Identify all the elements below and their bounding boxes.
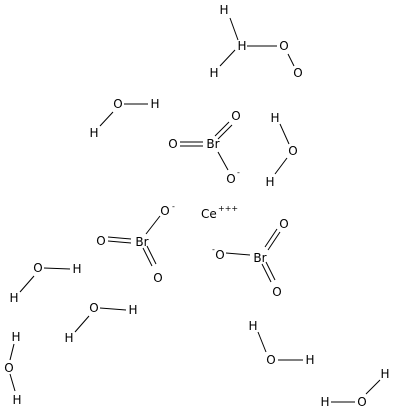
bromate-ion-1: O Br O O - (168, 109, 240, 186)
water-molecule-8: H O H (320, 367, 389, 409)
hydrogen-atom-label: H (9, 291, 18, 305)
double-bond (261, 263, 272, 283)
oxygen-atom-label: O (160, 204, 169, 218)
hydrogen-atom-label: H (11, 330, 20, 344)
oxygen-atom-label: O (293, 66, 302, 80)
charge-label: - (172, 202, 175, 211)
oxygen-atom-label: O (288, 144, 297, 158)
hydrogen-atom-label: H (209, 66, 218, 80)
oxygen-atom-label: O (153, 271, 162, 285)
oxygen-atom-label: O (266, 353, 275, 367)
oxygen-atom-label: O (33, 261, 42, 275)
double-bond (142, 247, 153, 267)
hydrogen-atom-label: H (380, 367, 389, 381)
oxygen-atom-label: O (279, 39, 288, 53)
hydrogen-atom-label: H (72, 262, 81, 276)
hydrogen-atom-label: H (265, 175, 274, 189)
cerium-atom-label: Ce (201, 207, 217, 221)
double-bond (107, 240, 132, 244)
bond (365, 379, 381, 395)
bromate-ion-2: O Br O - O (96, 202, 175, 285)
hydrogen-atom-label: H (64, 331, 73, 345)
oxygen-atom-label: O (113, 97, 122, 111)
oxygen-atom-label: O (168, 137, 177, 151)
bond (9, 343, 15, 361)
bond (219, 49, 236, 67)
oxygen-atom-label: O (215, 248, 224, 262)
water-molecule-7: H O H (248, 319, 314, 367)
bond (229, 17, 239, 41)
water-molecule-1: H H H O O (209, 3, 302, 80)
single-bond (217, 151, 229, 171)
hydrogen-atom-label: H (248, 319, 257, 333)
double-bond (217, 124, 233, 140)
double-bond (265, 261, 276, 281)
hydrogen-atom-label: H (237, 39, 246, 53)
bond (99, 111, 114, 127)
charge-label: +++ (218, 204, 238, 213)
bond (279, 123, 290, 145)
double-bond (107, 236, 132, 240)
hydrogen-atom-label: H (270, 111, 279, 125)
oxygen-atom-label: O (357, 395, 366, 409)
bond (74, 315, 90, 333)
oxygen-atom-label: O (96, 234, 105, 248)
bond (9, 373, 16, 392)
water-molecule-2: O H H (89, 97, 159, 140)
oxygen-atom-label: O (226, 172, 235, 186)
double-bond (214, 121, 230, 137)
single-bond (225, 252, 251, 256)
water-molecule-6: H O H (4, 330, 21, 407)
oxygen-atom-label: O (4, 361, 13, 375)
bond (287, 53, 295, 67)
bond (274, 157, 288, 175)
oxygen-atom-label: O (272, 285, 281, 299)
bromate-ion-3: - O Br O O (212, 217, 289, 299)
cerium-cation: Ce +++ (201, 204, 238, 221)
bromine-atom-label: Br (135, 235, 148, 249)
bond (43, 267, 71, 270)
hydrogen-atom-label: H (128, 303, 137, 317)
water-molecule-4: O H H (9, 261, 81, 305)
hydrogen-atom-label: H (320, 395, 329, 409)
double-bond (264, 228, 278, 248)
hydrogen-atom-label: H (305, 353, 314, 367)
hydrogen-atom-label: H (219, 3, 228, 17)
bond (257, 331, 267, 353)
bond (99, 307, 127, 311)
hydrogen-atom-label: H (89, 126, 98, 140)
charge-label: - (212, 245, 215, 254)
oxygen-atom-label: O (89, 301, 98, 315)
bromine-atom-label: Br (206, 137, 219, 151)
bond (19, 275, 35, 293)
water-molecule-5: O H H (64, 301, 137, 345)
hydrogen-atom-label: H (12, 393, 21, 407)
water-molecule-3: H O H (265, 111, 297, 189)
double-bond (267, 231, 281, 251)
oxygen-atom-label: O (279, 217, 288, 231)
charge-label: - (237, 168, 240, 177)
hydrogen-atom-label: H (150, 97, 159, 111)
double-bond (146, 245, 157, 265)
bromine-atom-label: Br (253, 251, 266, 265)
oxygen-atom-label: O (231, 109, 240, 123)
single-bond (145, 215, 161, 235)
